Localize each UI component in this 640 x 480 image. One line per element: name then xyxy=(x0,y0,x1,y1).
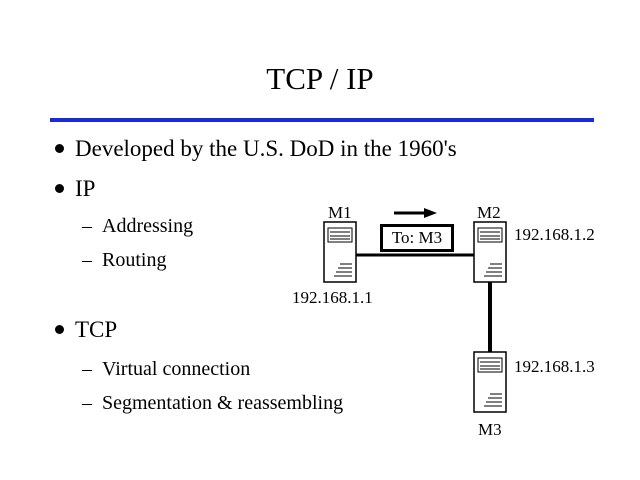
title-rule xyxy=(50,118,594,122)
dash-icon: – xyxy=(82,249,92,271)
sub-item-text: Addressing xyxy=(102,215,194,237)
sub-item: –Segmentation & reassembling xyxy=(82,390,343,416)
dash-icon: – xyxy=(82,215,92,237)
bullet-dot-icon xyxy=(55,325,64,335)
machine-ip-m3: 192.168.1.3 xyxy=(514,357,595,376)
bullet-text: Developed by the U.S. DoD in the 1960's xyxy=(75,136,457,161)
packet-label: To: M3 xyxy=(380,224,454,252)
bullet-dot-icon xyxy=(55,144,64,154)
machine-ip-m1: 192.168.1.1 xyxy=(292,288,373,307)
bullet-item: IP xyxy=(55,174,95,204)
server-icon xyxy=(473,351,507,413)
sub-item-text: Routing xyxy=(102,249,167,271)
sub-item: –Virtual connection xyxy=(82,356,250,382)
sub-item-text: Virtual connection xyxy=(102,358,251,380)
dash-icon: – xyxy=(82,392,92,414)
bullet-text: TCP xyxy=(75,317,118,342)
dash-icon: – xyxy=(82,358,92,380)
bullet-text: IP xyxy=(75,176,96,201)
sub-item: –Routing xyxy=(82,247,166,273)
slide-title: TCP / IP xyxy=(266,61,374,96)
machine-name-m1: M1 xyxy=(328,203,352,222)
server-icon xyxy=(323,221,357,283)
machine-ip-m2: 192.168.1.2 xyxy=(514,225,595,244)
sub-item-text: Segmentation & reassembling xyxy=(102,392,344,414)
bullet-item: Developed by the U.S. DoD in the 1960's xyxy=(55,134,457,164)
machine-name-m2: M2 xyxy=(477,203,501,222)
arrow-right-icon xyxy=(394,208,437,218)
bullet-item: TCP xyxy=(55,315,117,345)
sub-item: –Addressing xyxy=(82,213,193,239)
server-icon xyxy=(473,221,507,283)
machine-name-m3: M3 xyxy=(478,420,502,439)
bullet-dot-icon xyxy=(55,184,64,194)
